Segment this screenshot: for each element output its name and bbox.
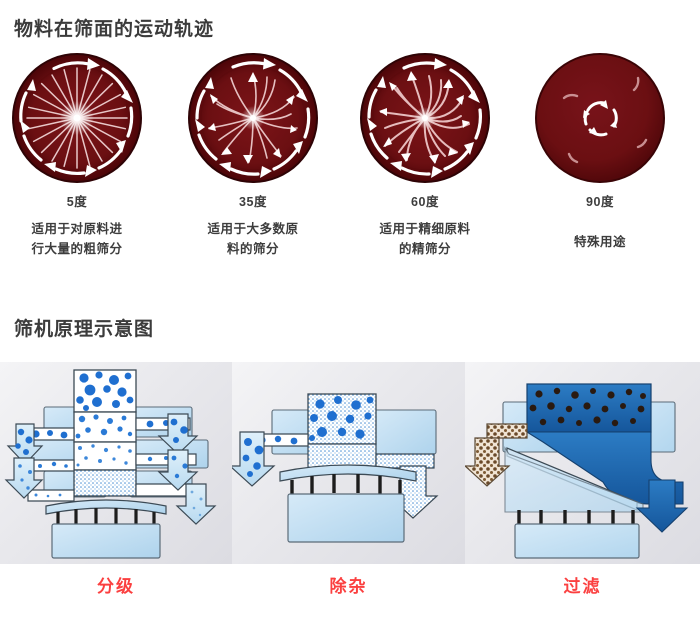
desc-line-1: 适用于精细原料 <box>379 222 471 236</box>
trajectory-diagram-90deg <box>534 52 666 184</box>
trajectory-diagram-35deg <box>187 52 319 184</box>
motion-item-90deg: 90度 特殊用途 <box>525 52 675 252</box>
page-title-motion: 物料在筛面的运动轨迹 <box>14 19 215 40</box>
principle-panel-filtration <box>465 362 700 564</box>
caption-filtration: 过滤 <box>563 577 602 596</box>
principle-panel-classification <box>0 362 232 564</box>
description-90deg: 特殊用途 <box>525 232 675 252</box>
motion-trajectory-row: 5度 适用于对原料进 行大量的粗筛分 <box>0 52 700 256</box>
principle-captions: 分级 除杂 过滤 <box>0 572 700 606</box>
principle-panel-impurity <box>232 362 465 564</box>
page-title-principle: 筛机原理示意图 <box>14 319 155 340</box>
description-60deg: 适用于精细原料 的精筛分 <box>350 219 500 259</box>
principle-panels <box>0 362 700 564</box>
motion-item-5deg: 5度 适用于对原料进 行大量的粗筛分 <box>2 52 152 259</box>
degree-label-5deg: 5度 <box>66 195 88 209</box>
caption-impurity: 除杂 <box>329 577 368 596</box>
trajectory-diagram-5deg <box>11 52 143 184</box>
description-5deg: 适用于对原料进 行大量的粗筛分 <box>2 219 152 259</box>
desc-line-1: 适用于对原料进 <box>31 222 123 236</box>
motion-item-60deg: 60度 适用于精细原料 的精筛分 <box>350 52 500 259</box>
motion-item-35deg: 35度 适用于大多数原 料的筛分 <box>178 52 328 259</box>
description-35deg: 适用于大多数原 料的筛分 <box>178 219 328 259</box>
desc-line-2: 行大量的粗筛分 <box>31 242 123 256</box>
desc-line-1: 特殊用途 <box>573 235 626 249</box>
desc-line-2: 料的筛分 <box>226 242 279 256</box>
degree-label-35deg: 35度 <box>239 195 267 209</box>
desc-line-2: 的精筛分 <box>398 242 451 256</box>
caption-classification: 分级 <box>97 577 135 596</box>
trajectory-diagram-60deg <box>359 52 491 184</box>
degree-label-60deg: 60度 <box>411 195 439 209</box>
degree-label-90deg: 90度 <box>586 195 614 209</box>
desc-line-1: 适用于大多数原 <box>207 222 299 236</box>
